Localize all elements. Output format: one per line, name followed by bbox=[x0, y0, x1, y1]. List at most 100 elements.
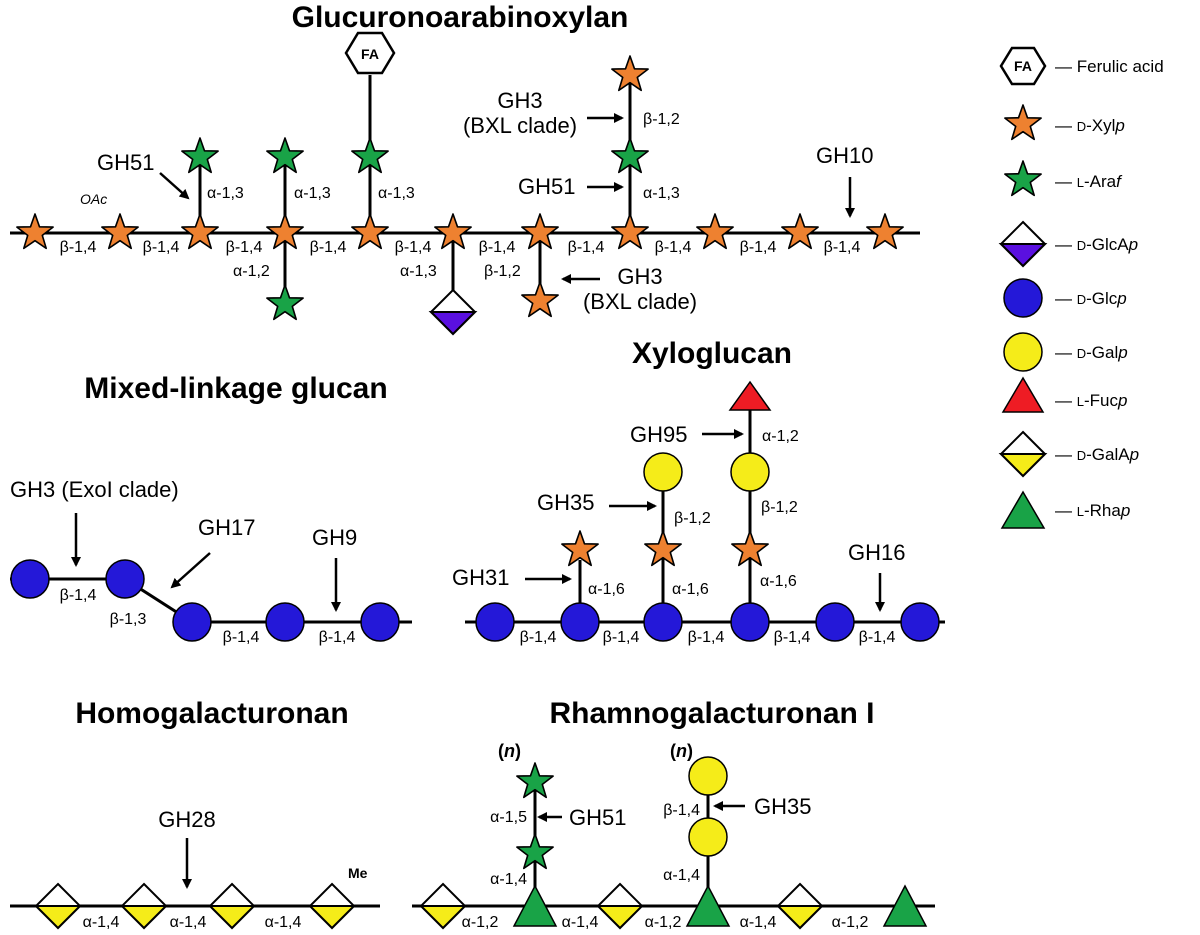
svg-text:α-1,3: α-1,3 bbox=[643, 185, 680, 202]
svg-text:β-1,2: β-1,2 bbox=[484, 263, 521, 280]
hexagon-icon bbox=[999, 46, 1047, 86]
svg-text:α-1,5: α-1,5 bbox=[490, 809, 527, 826]
svg-text:α-1,4: α-1,4 bbox=[740, 914, 777, 931]
enzyme-gh35: GH35 bbox=[537, 490, 594, 515]
svg-text:— L-Araf: — L-Araf bbox=[1055, 172, 1123, 191]
glucose-circle bbox=[643, 602, 683, 642]
glucose-circle bbox=[475, 602, 515, 642]
svg-text:β-1,4: β-1,4 bbox=[223, 629, 260, 646]
glucose-circle bbox=[105, 559, 145, 599]
xyg-chain bbox=[465, 380, 945, 642]
arabinose-star bbox=[266, 284, 304, 321]
galacturonic-acid-diamond bbox=[307, 882, 357, 930]
xylose-star bbox=[351, 213, 389, 250]
legend-galacturonic-acid: — D-GalAp bbox=[998, 430, 1139, 478]
svg-text:β-1,4: β-1,4 bbox=[655, 239, 692, 256]
svg-text:— L-Rhap: — L-Rhap bbox=[1055, 501, 1130, 520]
fucose-triangle bbox=[728, 380, 772, 411]
legend-galactose: — D-Galp bbox=[1003, 332, 1128, 372]
rg1-chain bbox=[412, 756, 935, 930]
star-icon bbox=[1004, 104, 1042, 141]
xylose-star bbox=[696, 213, 734, 250]
galactose-circle bbox=[688, 756, 728, 796]
galacturonic-acid-diamond bbox=[207, 882, 257, 930]
svg-text:α-1,3: α-1,3 bbox=[294, 185, 331, 202]
svg-text:β-1,4: β-1,4 bbox=[663, 802, 700, 819]
rhamnose-triangle bbox=[685, 884, 731, 927]
enzyme-gh51: GH51 bbox=[518, 174, 575, 199]
gax-backbone-linkages: β-1,4 β-1,4 β-1,4 β-1,4 β-1,4 β-1,4 β-1,… bbox=[60, 239, 861, 256]
galactose-circle bbox=[643, 452, 683, 492]
svg-text:FA: FA bbox=[1014, 58, 1032, 74]
rhamnose-triangle bbox=[882, 884, 928, 927]
xylose-star bbox=[16, 213, 54, 250]
svg-text:α-1,4: α-1,4 bbox=[562, 914, 599, 931]
svg-text:β-1,4: β-1,4 bbox=[688, 629, 725, 646]
svg-text:β-1,4: β-1,4 bbox=[859, 629, 896, 646]
legend-ferulic-acid: FA — Ferulic acid bbox=[999, 46, 1164, 86]
galacturonic-acid-diamond bbox=[418, 882, 468, 930]
svg-text:β-1,2: β-1,2 bbox=[761, 499, 798, 516]
enzyme-gh17: GH17 bbox=[198, 515, 255, 540]
svg-text:α-1,4: α-1,4 bbox=[663, 867, 700, 884]
mlg-chain bbox=[10, 559, 412, 642]
svg-text:β-1,2: β-1,2 bbox=[674, 510, 711, 527]
hg-linkages: α-1,4 α-1,4 α-1,4 bbox=[83, 914, 302, 931]
arrow-icon bbox=[159, 172, 190, 200]
svg-text:β-1,4: β-1,4 bbox=[520, 629, 557, 646]
svg-text:β-1,4: β-1,4 bbox=[143, 239, 180, 256]
svg-text:β-1,4: β-1,4 bbox=[479, 239, 516, 256]
enzyme-gh35: GH35 bbox=[754, 794, 811, 819]
hg-enzymes: GH28 bbox=[158, 807, 216, 889]
svg-text:— L-Fucp: — L-Fucp bbox=[1055, 391, 1127, 410]
gax-chains bbox=[10, 75, 920, 312]
svg-text:β-1,4: β-1,4 bbox=[60, 587, 97, 604]
svg-text:FA: FA bbox=[361, 46, 379, 62]
xyg-title: Xyloglucan bbox=[632, 337, 792, 370]
methyl-label: Me bbox=[348, 865, 368, 881]
triangle-icon bbox=[1001, 376, 1045, 413]
enzyme-gh9: GH9 bbox=[312, 525, 357, 550]
triangle-icon bbox=[1000, 490, 1046, 529]
rg1-title: Rhamnogalacturonan I bbox=[549, 697, 874, 730]
xylose-star bbox=[101, 213, 139, 250]
galacturonic-acid-diamond bbox=[775, 882, 825, 930]
enzyme-gh28: GH28 bbox=[158, 807, 215, 832]
hg-chain bbox=[10, 882, 380, 930]
enzyme-gh31: GH31 bbox=[452, 565, 509, 590]
svg-text:α-1,4: α-1,4 bbox=[490, 871, 527, 888]
xyg-enzymes: GH95 GH35 GH31 GH16 bbox=[452, 422, 905, 612]
hg-title: Homogalacturonan bbox=[75, 697, 348, 730]
enzyme-gh3: GH3 (ExoI clade) bbox=[10, 477, 179, 502]
galactose-circle bbox=[688, 817, 728, 857]
svg-text:α-1,2: α-1,2 bbox=[645, 914, 682, 931]
glucose-circle bbox=[360, 602, 400, 642]
glucose-circle bbox=[560, 602, 600, 642]
galacturonic-acid-diamond bbox=[33, 882, 83, 930]
svg-text:α-1,3: α-1,3 bbox=[378, 185, 415, 202]
galacturonic-acid-diamond bbox=[119, 882, 169, 930]
svg-text:α-1,2: α-1,2 bbox=[832, 914, 869, 931]
enzyme-gh16: GH16 bbox=[848, 540, 905, 565]
gax-side-linkages: α-1,3 α-1,3 α-1,3 α-1,2 α-1,3 β-1,2 α-1,… bbox=[207, 111, 680, 280]
enzyme-gh10: GH10 bbox=[816, 143, 873, 168]
mlg-title: Mixed-linkage glucan bbox=[84, 372, 387, 405]
enzyme-gh95: GH95 bbox=[630, 422, 687, 447]
glucose-circle bbox=[815, 602, 855, 642]
svg-text:— D-Glcp: — D-Glcp bbox=[1055, 289, 1127, 308]
circle-icon bbox=[1003, 278, 1043, 318]
svg-text:α-1,4: α-1,4 bbox=[83, 914, 120, 931]
svg-text:α-1,6: α-1,6 bbox=[588, 581, 625, 598]
glucose-circle bbox=[900, 602, 940, 642]
circle-icon bbox=[1003, 332, 1043, 372]
legend-rhamnose: — L-Rhap bbox=[1000, 490, 1130, 529]
svg-text:β-1,4: β-1,4 bbox=[319, 629, 356, 646]
svg-text:α-1,4: α-1,4 bbox=[265, 914, 302, 931]
xyg-linkages: β-1,4 β-1,4 β-1,4 β-1,4 β-1,4 α-1,6 α-1,… bbox=[520, 428, 896, 646]
rg1-repeat-labels: (n) (n) bbox=[498, 741, 693, 761]
svg-text:α-1,6: α-1,6 bbox=[672, 581, 709, 598]
oac-label: OAc bbox=[80, 191, 107, 207]
rg1-linkages: α-1,2 α-1,4 α-1,2 α-1,4 α-1,2 α-1,4 α-1,… bbox=[462, 802, 869, 931]
svg-text:(n): (n) bbox=[670, 741, 693, 761]
